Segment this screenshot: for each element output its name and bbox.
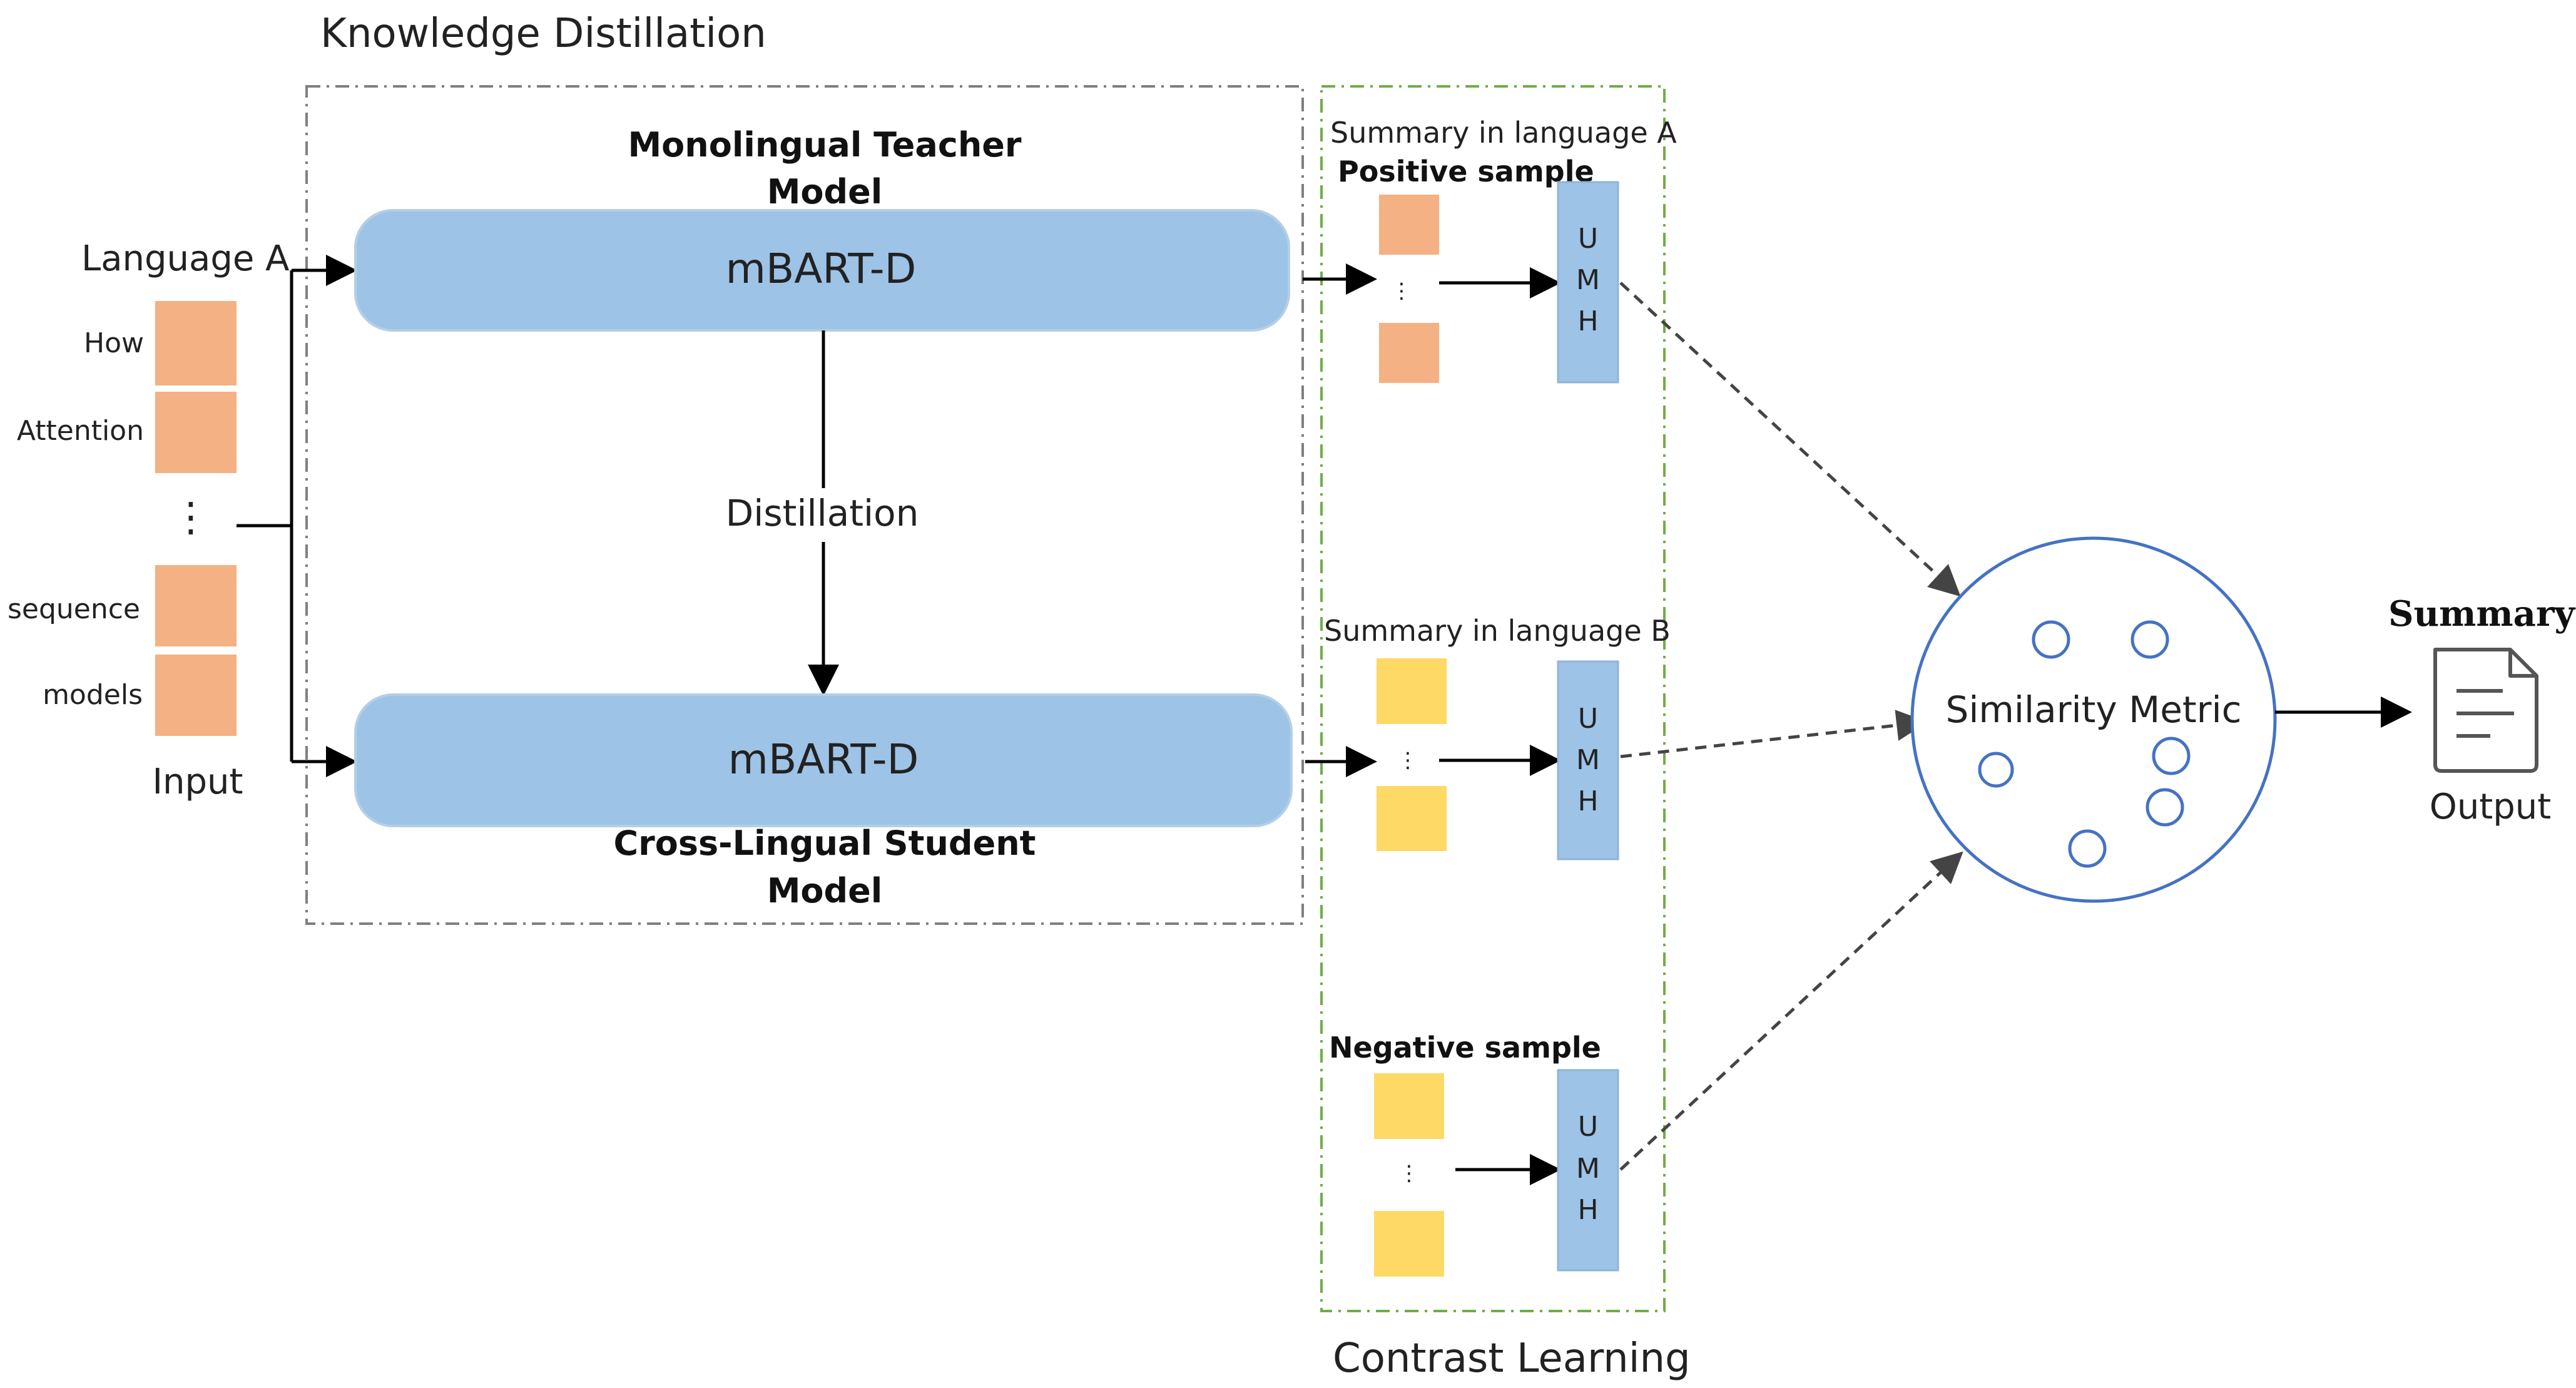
embedding-points (1978, 620, 2191, 868)
token-label: How (84, 327, 144, 359)
output-summary-title: Summary (2388, 593, 2575, 635)
input-connector (237, 255, 357, 777)
umh-letter: H (1577, 785, 1598, 817)
distillation-label: Distillation (726, 492, 919, 534)
kd-region-label: Knowledge Distillation (320, 11, 766, 57)
umh-letter: M (1576, 264, 1600, 296)
umh-letter: U (1578, 703, 1598, 735)
teacher-model-label: mBART-D (726, 245, 917, 293)
language-a-label: Language A (81, 238, 289, 279)
positive-token-box (1379, 195, 1439, 255)
negative-sample-label: Negative sample (1329, 1031, 1601, 1064)
student-title-line1: Cross-Lingual Student (614, 824, 1036, 863)
similarity-metric-circle (1910, 536, 2277, 903)
yellow-token-box (1374, 1211, 1444, 1277)
umh-letter: U (1578, 223, 1598, 255)
token-box (155, 565, 237, 646)
student-model-label: mBART-D (728, 735, 919, 783)
similarity-connectors (1619, 282, 1963, 1171)
distillation-label-bg (720, 488, 927, 542)
group-b-ellipsis: ⋮ (1397, 748, 1418, 773)
teacher-title-line2: Model (767, 172, 883, 212)
token-label: models (43, 679, 143, 711)
student-title-line2: Model (767, 871, 883, 911)
token-label: Attention (17, 415, 144, 447)
teacher-title-line1: Monolingual Teacher (628, 125, 1021, 165)
umh-box-a (1557, 181, 1619, 384)
negative-ellipsis: ⋮ (1398, 1161, 1420, 1186)
similarity-metric-label: Similarity Metric (1946, 688, 2242, 731)
yellow-token-box (1377, 786, 1447, 851)
umh-box-negative (1557, 1069, 1619, 1272)
umh-box-b (1557, 660, 1619, 860)
umh-letter: M (1576, 1153, 1600, 1185)
kd-region-border (305, 85, 1304, 925)
output-caption: Output (2430, 787, 2552, 827)
token-box (155, 655, 237, 736)
contrast-region-label: Contrast Learning (1333, 1335, 1691, 1382)
positive-sample-label: Positive sample (1338, 155, 1594, 188)
summary-b-label: Summary in language B (1324, 614, 1671, 648)
token-box (155, 392, 237, 473)
summary-a-label: Summary in language A (1330, 116, 1677, 150)
input-caption: Input (152, 762, 243, 802)
token-box (155, 301, 237, 385)
input-token-list: How Attention ⋮ sequence models (8, 301, 237, 736)
group-a-ellipsis: ⋮ (1391, 278, 1412, 304)
yellow-token-box (1377, 658, 1447, 724)
token-label: sequence (8, 593, 140, 625)
umh-letter: H (1577, 1194, 1598, 1226)
contrast-region-border (1320, 85, 1666, 1312)
umh-letter: H (1577, 305, 1598, 337)
positive-token-box (1379, 323, 1439, 383)
umh-letter: M (1576, 744, 1600, 776)
student-model-box (354, 693, 1293, 827)
yellow-token-box (1374, 1073, 1444, 1139)
document-icon (2433, 648, 2538, 773)
token-ellipsis: ⋮ (171, 494, 211, 541)
umh-letter: U (1578, 1111, 1598, 1143)
